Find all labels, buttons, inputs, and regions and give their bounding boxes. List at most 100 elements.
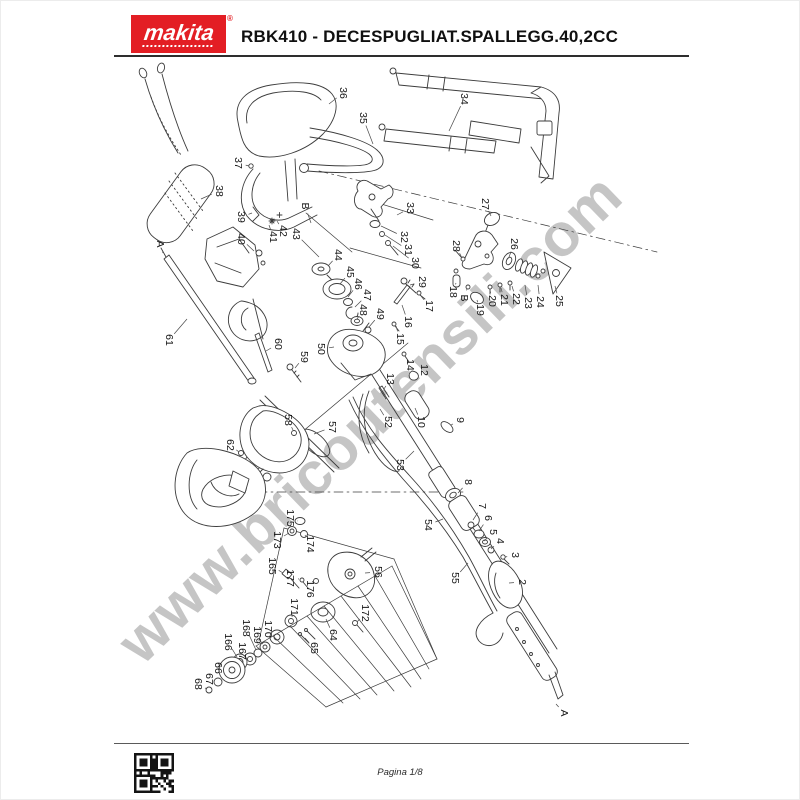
leader-line-169 — [261, 641, 264, 645]
blade-guard-shape — [174, 447, 266, 527]
watermark-text: www.bricoutensili.com — [104, 161, 635, 677]
part-label-176: 176 — [304, 580, 316, 598]
leader-line-54 — [435, 518, 444, 523]
page-title: RBK410 - DECESPUGLIAT.SPALLEGG.40,2CC — [241, 27, 619, 46]
leader-line-68 — [204, 687, 208, 690]
part-label-45: 45 — [344, 266, 356, 278]
leader-line-49 — [368, 319, 376, 328]
part-label-7: 7 — [476, 503, 488, 509]
part-label-28: 28 — [450, 240, 462, 252]
leader-line-23 — [524, 284, 528, 296]
part-label-9: 9 — [454, 417, 466, 423]
leader-line-33 — [396, 211, 404, 216]
leader-line-27 — [488, 211, 492, 217]
part-label-49: 49 — [374, 308, 386, 320]
part-label-34: 34 — [458, 93, 470, 105]
part-label-57: 57 — [326, 421, 338, 433]
footer-divider — [114, 743, 689, 744]
clutch-drum-cluster-shape — [205, 517, 377, 694]
makita-logo-text: makita — [141, 19, 216, 47]
part-label-64: 64 — [327, 629, 339, 641]
part-label-4: 4 — [494, 538, 506, 544]
leader-line-37 — [245, 164, 250, 167]
part-label-68: 68 — [192, 678, 204, 690]
hanger-bracket-shape — [354, 179, 417, 294]
part-label-37: 37 — [232, 157, 244, 169]
leader-line-24 — [537, 284, 540, 295]
part-label-13: 13 — [384, 373, 396, 385]
part-label-14: 14 — [404, 359, 416, 371]
leader-line-174 — [304, 534, 307, 538]
leader-line-46 — [347, 290, 354, 298]
leader-line-52 — [379, 408, 385, 416]
leader-line-48 — [356, 316, 359, 320]
part-label-20: 20 — [486, 295, 498, 307]
part-label-25: 25 — [553, 295, 565, 307]
registered-trademark-mark: ® — [227, 14, 233, 23]
part-label-62: 62 — [224, 439, 236, 451]
leader-line-29 — [409, 283, 415, 286]
part-label-27: 27 — [479, 198, 491, 210]
part-label-32: 32 — [398, 231, 410, 243]
leader-line-65 — [304, 637, 309, 643]
part-label-19: 19 — [474, 304, 486, 316]
part-label-167: 167 — [236, 642, 248, 660]
part-label-172: 172 — [359, 604, 371, 622]
part-label-174: 174 — [304, 535, 316, 553]
leader-line-13 — [383, 385, 387, 390]
part-label-6: 6 — [482, 515, 494, 521]
part-label-52: 52 — [382, 416, 394, 428]
part-label-15: 15 — [394, 333, 406, 345]
part-label-36: 36 — [337, 87, 349, 99]
leader-line-22 — [511, 285, 514, 292]
leader-line-59 — [294, 362, 300, 369]
header-divider — [114, 55, 689, 57]
part-label-43: 43 — [290, 228, 302, 240]
leader-line-31 — [384, 234, 402, 246]
leader-line-42 — [276, 220, 280, 225]
leader-line-5 — [483, 537, 488, 542]
part-label-58: 58 — [282, 414, 294, 426]
leader-line-34 — [448, 106, 461, 132]
leader-line-21 — [500, 287, 503, 293]
leader-line-55 — [459, 562, 469, 573]
leader-line-45 — [339, 277, 346, 285]
leader-line-57 — [313, 429, 325, 435]
part-label-168: 168 — [240, 619, 252, 637]
leader-line-15 — [395, 325, 398, 332]
part-shapes — [138, 62, 658, 708]
part-label-65: 65 — [308, 642, 320, 654]
part-label-173: 173 — [271, 531, 283, 549]
part-label-46: 46 — [352, 278, 364, 290]
part-label-18: 18 — [447, 286, 459, 298]
part-label-16: 16 — [402, 316, 414, 328]
leader-line-8 — [457, 487, 463, 494]
leader-line-173 — [283, 532, 290, 537]
leader-line-25 — [554, 285, 558, 294]
part-label-40: 40 — [235, 233, 247, 245]
part-label-55: 55 — [449, 572, 461, 584]
part-label-8: 8 — [462, 479, 474, 485]
handle-bracket-shape — [452, 211, 572, 305]
part-label-177: 177 — [284, 569, 296, 587]
leader-line-4 — [490, 546, 495, 550]
part-label-53: 53 — [394, 459, 406, 471]
leader-line-30 — [392, 245, 409, 259]
part-label-166: 166 — [222, 633, 234, 651]
part-label-5: 5 — [487, 529, 499, 535]
leader-line-62 — [236, 449, 240, 453]
leader-line-19 — [476, 299, 479, 303]
leader-line-40 — [246, 244, 255, 252]
leader-line-50 — [328, 346, 335, 349]
part-label-42: 42 — [277, 225, 289, 237]
leader-line-165 — [278, 570, 284, 574]
part-label-60: 60 — [272, 338, 284, 350]
part-label-33: 33 — [404, 202, 416, 214]
part-label-10: 10 — [415, 416, 427, 428]
leader-line-9 — [450, 423, 454, 426]
qr-code — [134, 753, 174, 793]
leader-line-32 — [380, 225, 397, 234]
